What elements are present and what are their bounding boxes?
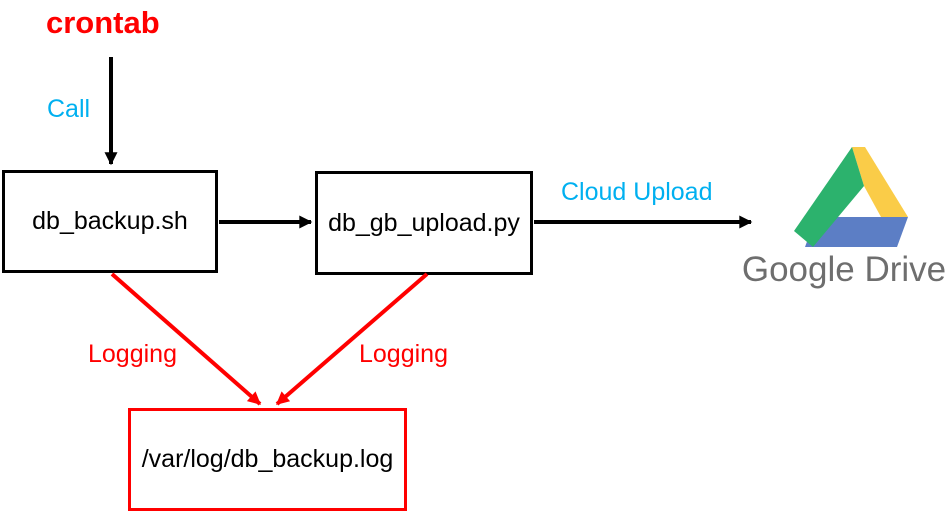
upload-script-node: db_gb_upload.py <box>315 171 533 275</box>
log-file-node: /var/log/db_backup.log <box>128 408 407 511</box>
call-edge-label: Call <box>47 95 91 123</box>
crontab-label: crontab <box>46 5 160 40</box>
upload-script-label: db_gb_upload.py <box>328 208 520 237</box>
logging-edge-label-right: Logging <box>359 340 448 368</box>
google-drive-label: Google Drive <box>741 250 947 289</box>
log-file-label: /var/log/db_backup.log <box>141 445 394 473</box>
backup-script-node: db_backup.sh <box>2 170 218 273</box>
backup-script-label: db_backup.sh <box>32 207 188 235</box>
arrow-backup-to-log <box>110 272 262 406</box>
google-drive-icon <box>794 147 908 247</box>
logging-edge-label-left: Logging <box>88 340 177 368</box>
cloud-upload-edge-label: Cloud Upload <box>561 178 713 206</box>
arrow-upload-to-log <box>275 272 429 406</box>
